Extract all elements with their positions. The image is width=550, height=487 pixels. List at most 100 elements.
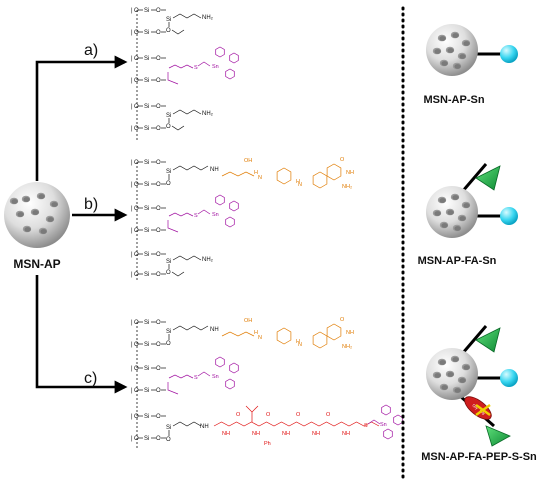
methoxy-bond — [167, 72, 179, 85]
oxygen-label: O — [134, 436, 139, 442]
tin-label: Sn — [380, 422, 387, 428]
nitrogen-label: N — [258, 335, 262, 341]
label-msn-ap-fa-pep-s-sn: MSN-AP-FA-PEP-S-Sn — [421, 451, 537, 463]
phenyl-ring — [229, 200, 239, 212]
amine-label: NH — [346, 170, 354, 176]
folate-benzene — [276, 167, 292, 185]
oxygen-label: O — [134, 104, 139, 110]
pterin-ring — [326, 163, 342, 181]
step-a-label: a) — [84, 42, 98, 59]
msn-ap-sphere — [4, 182, 70, 248]
silicon-label: Si — [166, 259, 171, 265]
amine-label: NH₂ — [202, 257, 214, 263]
bond — [172, 421, 202, 427]
tin-label: Sn — [212, 374, 219, 380]
methoxy-bond — [167, 220, 179, 233]
surface-tick: | — [131, 104, 133, 110]
folate-chain — [221, 171, 255, 177]
peptide-chain — [213, 421, 380, 427]
oxygen-label: O — [156, 272, 161, 278]
carbonyl-label: O — [236, 412, 241, 418]
pterin-ring — [326, 323, 342, 341]
silicon-label: Si — [144, 182, 149, 188]
oxygen-label: O — [166, 341, 171, 347]
tin-linker — [197, 209, 211, 215]
phenyl-ring — [225, 216, 235, 228]
hydrogen-label: H — [296, 179, 300, 185]
surface-tick: | — [131, 366, 133, 372]
oxygen-label: O — [134, 8, 139, 14]
released-drug-triangle — [485, 425, 511, 447]
bond — [172, 109, 202, 115]
tin-linker — [168, 374, 194, 379]
oxygen-label: O — [134, 252, 139, 258]
hydroxyl-label: OH — [244, 318, 252, 324]
oxygen-label: O — [156, 206, 161, 212]
silicon-label: Si — [144, 56, 149, 62]
sulfur-label: S — [364, 423, 368, 429]
phenyl-ring — [229, 52, 239, 64]
silicon-label: Si — [144, 252, 149, 258]
amide-label: NH — [200, 424, 209, 430]
tin-linker — [197, 371, 211, 377]
label-msn-ap: MSN-AP — [13, 257, 60, 271]
silicon-label: Si — [166, 113, 171, 119]
step-b-label: b) — [84, 196, 98, 213]
silicon-label: Si — [144, 104, 149, 110]
surface-tick: | — [131, 388, 133, 394]
oxygen-label: O — [166, 28, 171, 34]
tin-label: Sn — [212, 212, 219, 218]
oxygen-label: O — [156, 436, 161, 442]
phenyl-ring — [383, 428, 393, 440]
product-a-sphere — [426, 24, 502, 76]
amide-label: NH — [210, 327, 219, 333]
surface-tick: | — [131, 252, 133, 258]
phenyl-label: Ph — [264, 441, 271, 447]
silicon-label: Si — [166, 169, 171, 175]
oxygen-label: O — [156, 342, 161, 348]
silicon-label: Si — [144, 126, 149, 132]
tin-moiety-ball-c — [500, 369, 518, 387]
phenyl-ring — [215, 46, 225, 58]
silicon-label: Si — [144, 342, 149, 348]
surface-tick: | — [131, 8, 133, 14]
silicon-label: Si — [144, 206, 149, 212]
oxygen-label: O — [134, 30, 139, 36]
bond — [172, 325, 209, 331]
oxygen-label: O — [134, 126, 139, 132]
bond — [171, 29, 185, 35]
surface-tick: | — [131, 126, 133, 132]
hydrogen-label: H — [296, 339, 300, 345]
oxygen-label: O — [134, 160, 139, 166]
bond — [171, 125, 185, 131]
sulfur-label: S — [194, 65, 198, 71]
carbonyl-label: O — [296, 412, 301, 418]
oxygen-label: O — [134, 228, 139, 234]
pterin-ring — [312, 171, 328, 189]
svg-text:Gly: Gly — [471, 403, 479, 411]
oxygen-label: O — [156, 160, 161, 166]
oxygen-label: O — [156, 366, 161, 372]
silicon-label: Si — [166, 17, 171, 23]
amine-label: NH₂ — [202, 111, 214, 117]
silicon-label: Si — [166, 329, 171, 335]
amine-label: NH₂ — [202, 15, 214, 21]
oxygen-label: O — [156, 414, 161, 420]
silicon-label: Si — [144, 8, 149, 14]
phenyl-ring — [225, 68, 235, 80]
tin-linker — [168, 64, 194, 69]
phenyl-ring — [393, 414, 403, 426]
oxygen-label: O — [134, 206, 139, 212]
oxygen-label: O — [134, 342, 139, 348]
bond — [172, 13, 202, 19]
tin-moiety-ball-a — [500, 45, 518, 63]
oxygen-label: O — [134, 388, 139, 394]
silicon-label: Si — [144, 160, 149, 166]
hydrogen-label: H — [254, 170, 258, 176]
sulfur-label: S — [194, 375, 198, 381]
tin-label: Sn — [212, 64, 219, 70]
oxygen-label: O — [156, 56, 161, 62]
oxygen-label: O — [166, 181, 171, 187]
